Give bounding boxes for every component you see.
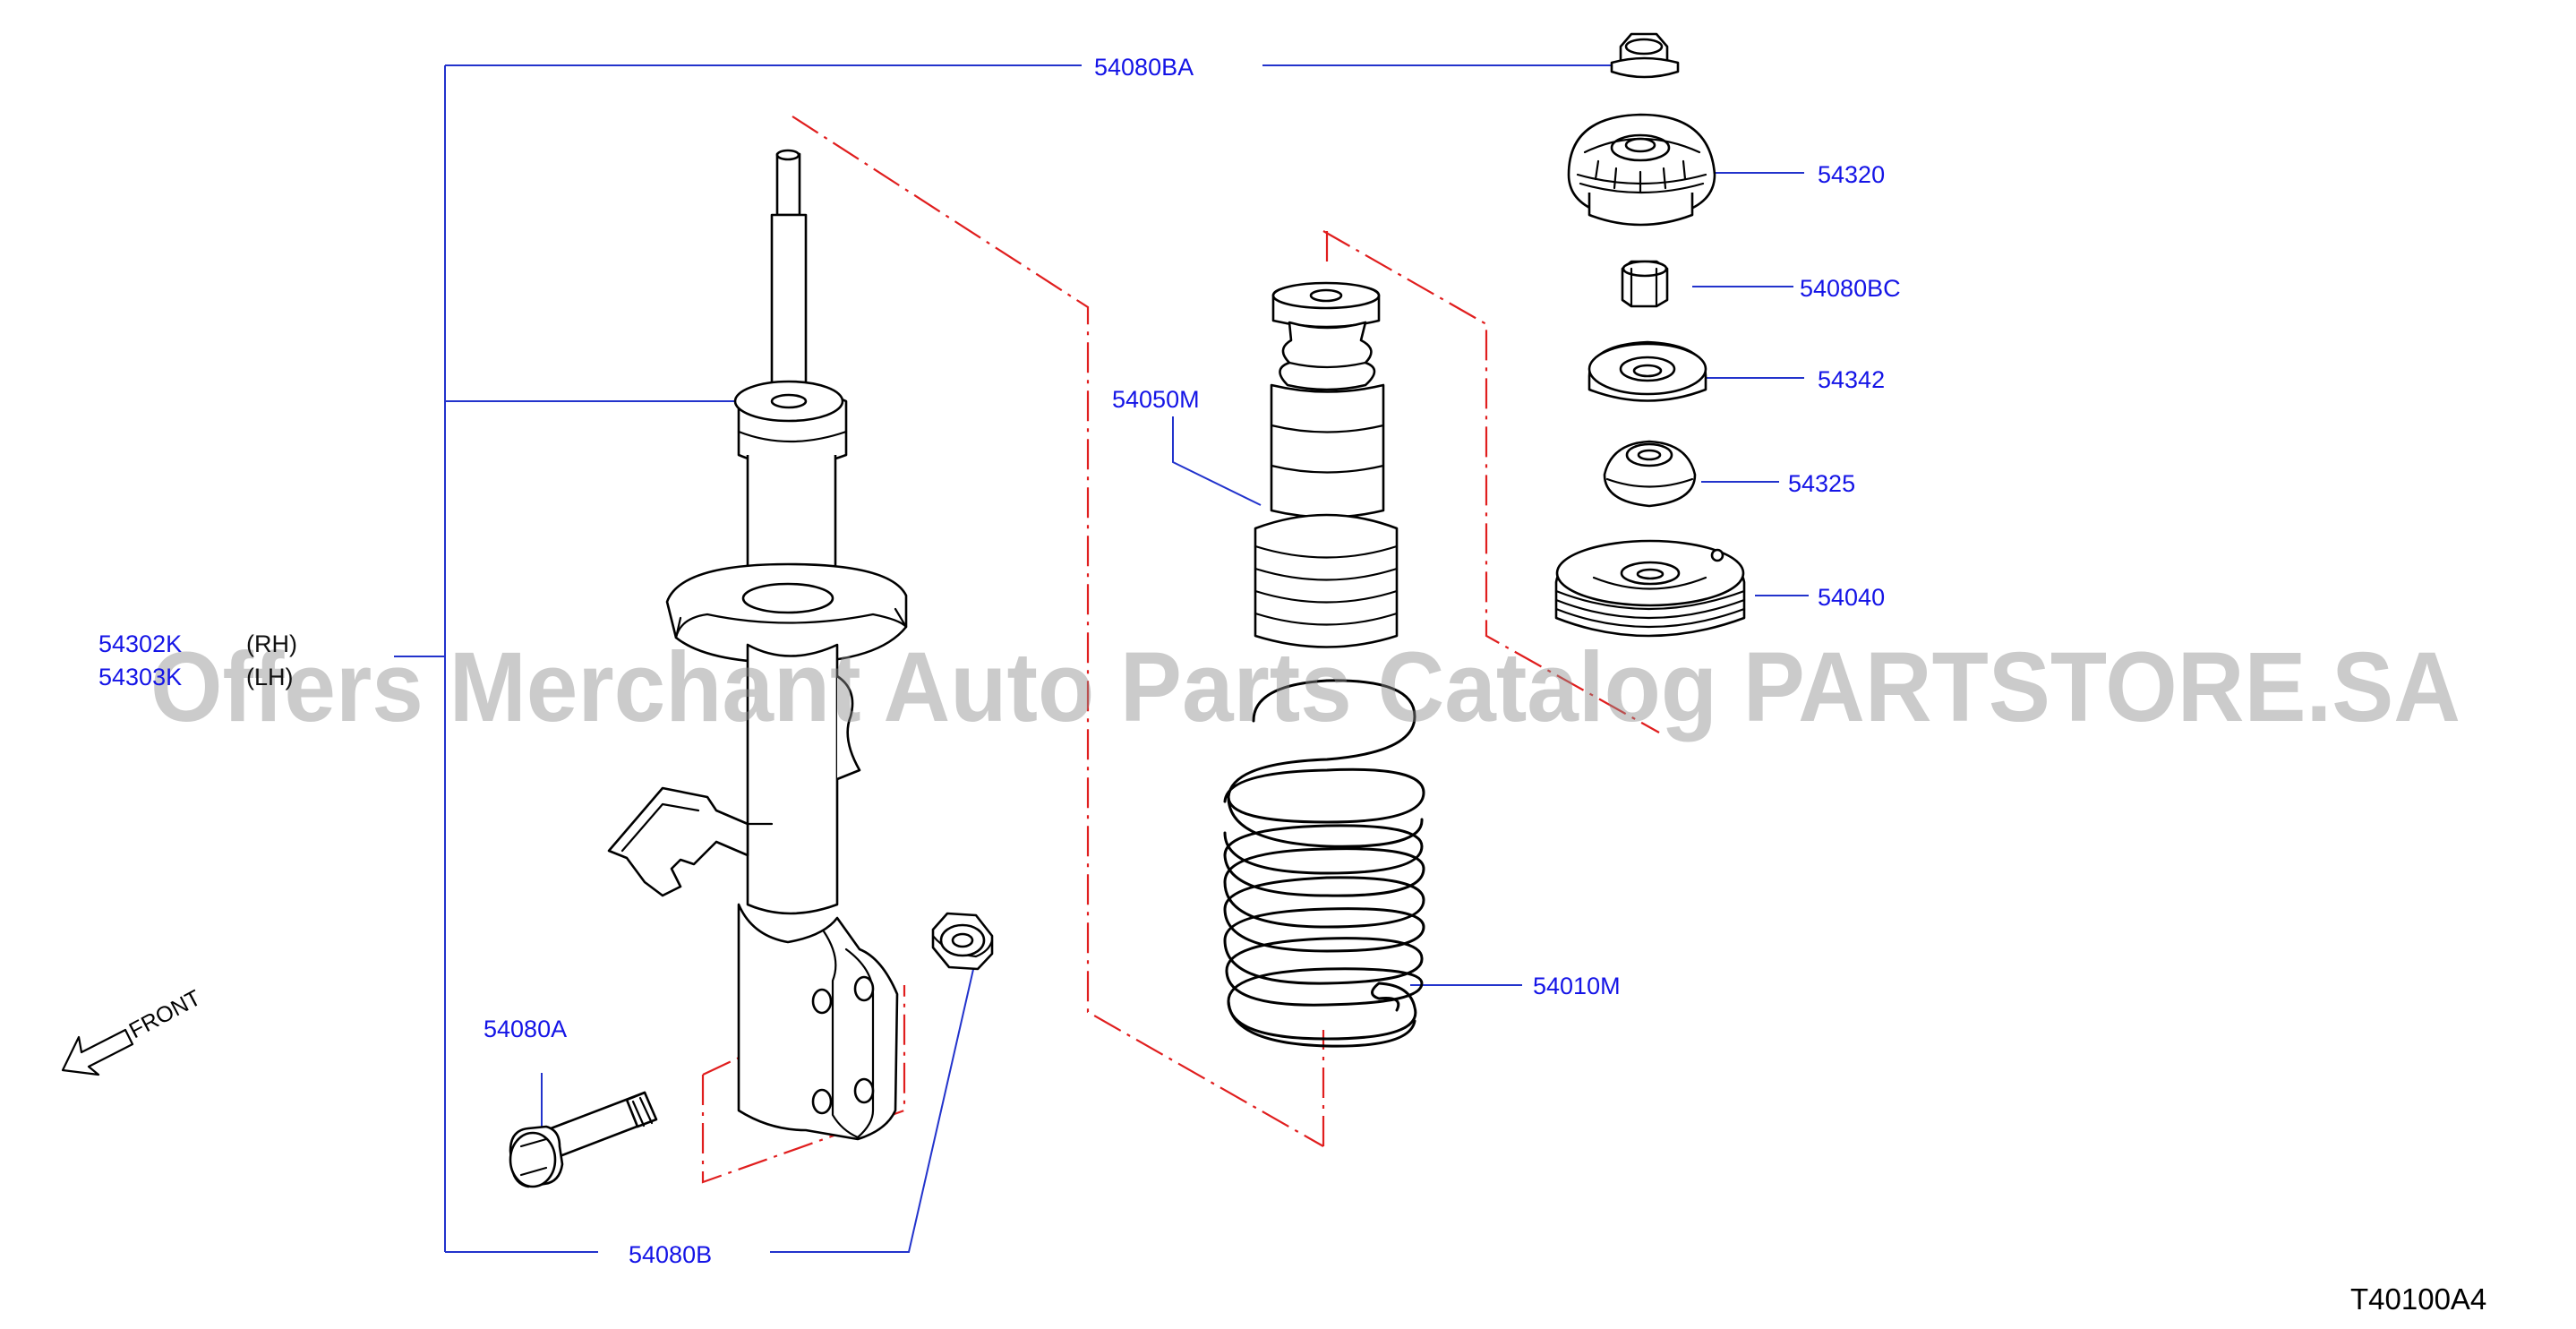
diagram-code: T40100A4 xyxy=(2350,1282,2486,1316)
mount-insulator-graphic xyxy=(1567,113,1716,227)
front-arrow-icon xyxy=(61,1028,134,1076)
watermark: Offers Merchant Auto Parts Catalog PARTS… xyxy=(150,632,2460,742)
label-54080BA[interactable]: 54080BA xyxy=(1094,54,1194,81)
label-rh-suffix: (RH) xyxy=(246,630,297,657)
label-54325[interactable]: 54325 xyxy=(1788,470,1855,497)
label-54302K[interactable]: 54302K xyxy=(98,630,182,657)
lower-nut-graphic xyxy=(931,912,994,971)
mount-nut-graphic xyxy=(1621,260,1669,308)
coil-spring-graphic xyxy=(1223,679,1425,1048)
strut-assembly xyxy=(607,149,908,1141)
label-54040[interactable]: 54040 xyxy=(1818,584,1885,611)
label-54342[interactable]: 54342 xyxy=(1818,366,1885,393)
lower-bolt-graphic xyxy=(509,1091,658,1188)
phantom-lines xyxy=(701,116,1660,1184)
upper-spring-seat-graphic xyxy=(1554,539,1746,638)
bound-bumper-graphic xyxy=(1254,281,1399,648)
label-54010M[interactable]: 54010M xyxy=(1533,973,1621,999)
bearing-seat-graphic xyxy=(1588,340,1707,402)
front-label: FRONT xyxy=(125,985,205,1043)
label-54320[interactable]: 54320 xyxy=(1818,161,1885,188)
label-54080A[interactable]: 54080A xyxy=(484,1016,567,1042)
label-54303K[interactable]: 54303K xyxy=(98,664,182,690)
label-54080BC[interactable]: 54080BC xyxy=(1800,275,1901,302)
leader-lines xyxy=(394,64,1809,1253)
label-54080B[interactable]: 54080B xyxy=(629,1241,712,1268)
label-54050M[interactable]: 54050M xyxy=(1112,386,1200,413)
bearing-graphic xyxy=(1603,440,1697,508)
upper-nut-graphic xyxy=(1610,32,1680,79)
label-lh-suffix: (LH) xyxy=(246,664,294,690)
